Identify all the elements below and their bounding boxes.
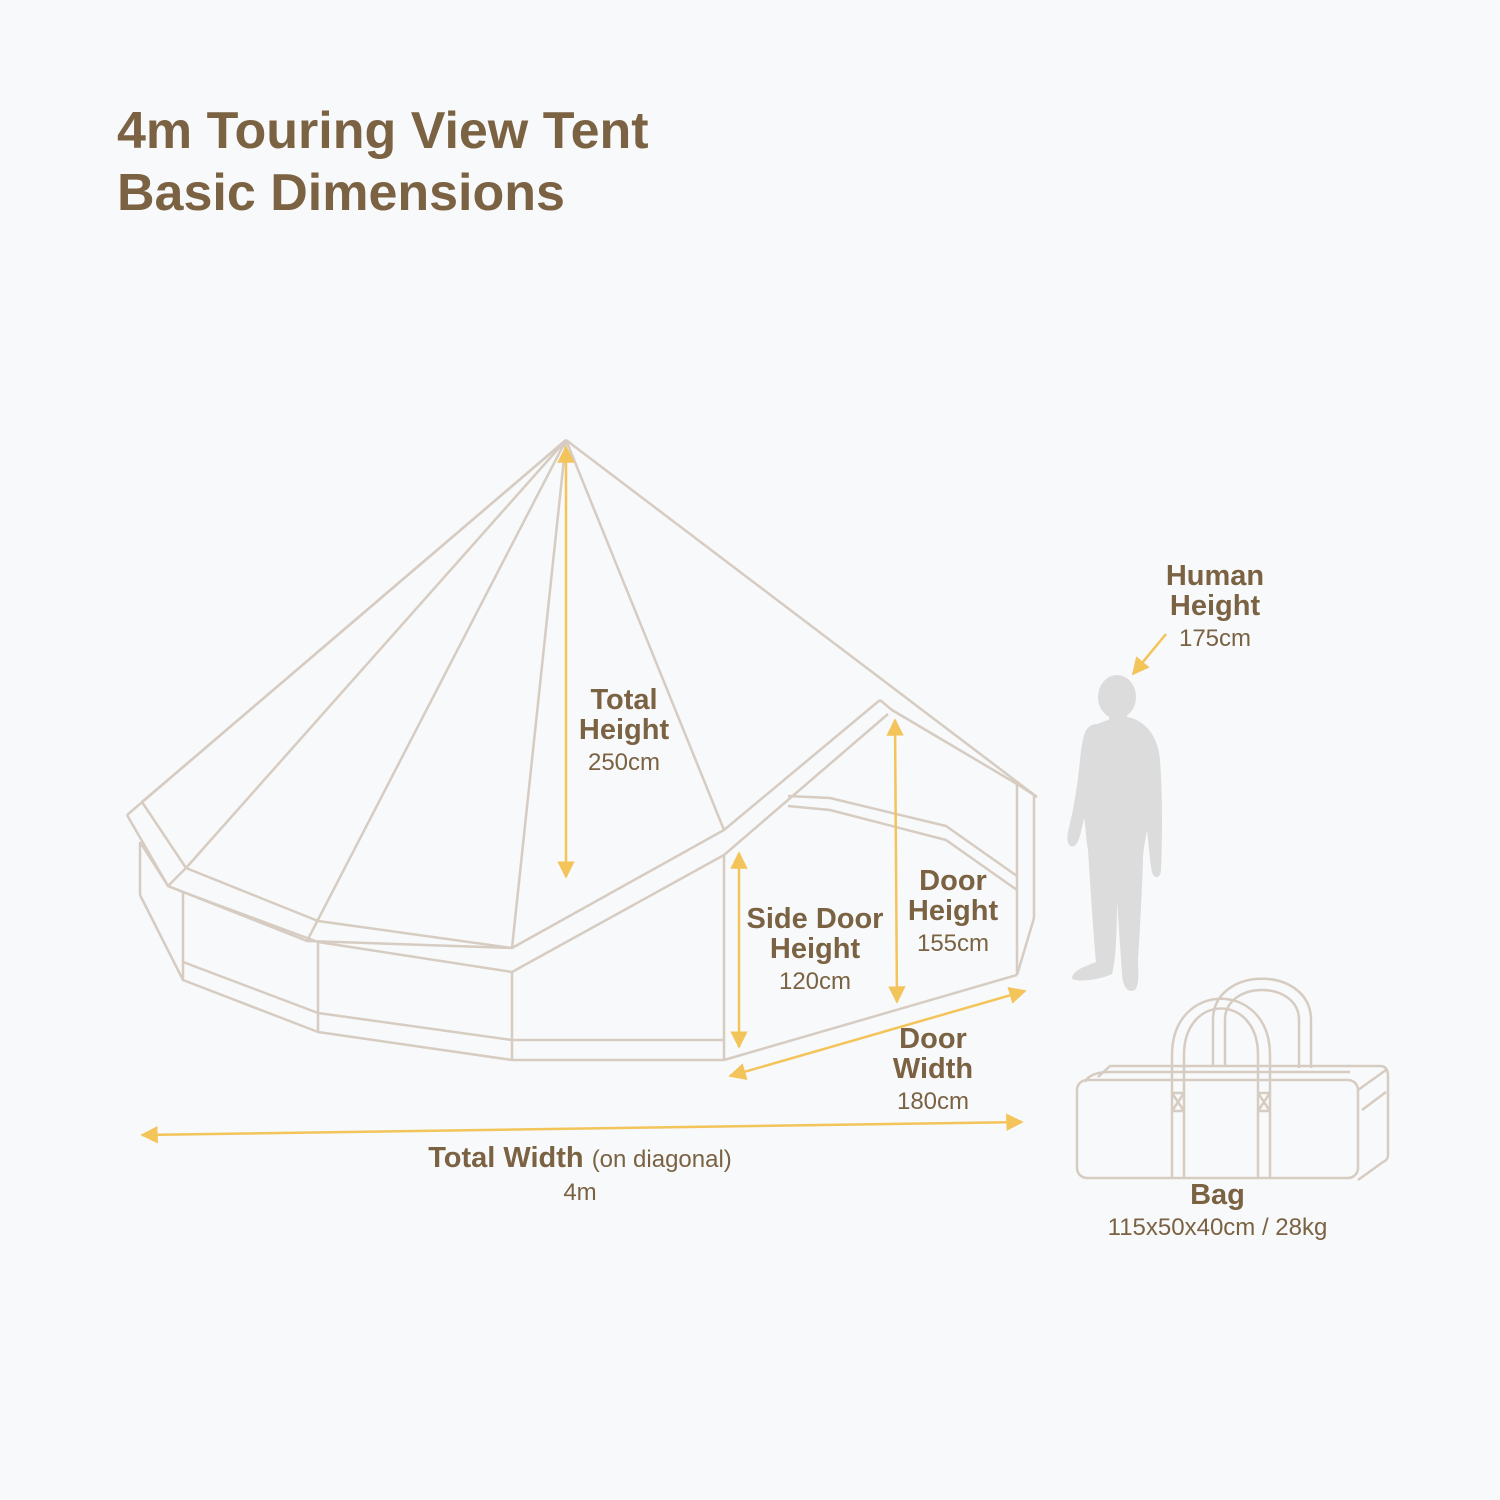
door-height-label: Door Height 155cm — [888, 866, 1018, 959]
tent-outline-icon — [125, 439, 1038, 1062]
total-width-note: (on diagonal) — [591, 1146, 732, 1173]
door-width-key-1: Door — [899, 1023, 967, 1055]
side-door-height-label: Side Door Height 120cm — [735, 904, 895, 997]
door-width-label: Door Width 180cm — [868, 1024, 998, 1117]
bag-label: Bag 115x50x40cm / 28kg — [1080, 1180, 1355, 1243]
total-height-key-2: Height — [578, 714, 670, 746]
human-silhouette-icon — [1067, 675, 1162, 991]
total-width-value: 4m — [563, 1179, 597, 1206]
side-door-height-value: 120cm — [778, 968, 852, 995]
bag-value: 115x50x40cm / 28kg — [1107, 1214, 1328, 1241]
total-width-label: Total Width (on diagonal) 4m — [380, 1143, 780, 1208]
total-height-label: Total Height 250cm — [544, 685, 704, 778]
side-door-height-key-2: Height — [769, 933, 861, 965]
page-title: 4m Touring View Tent Basic Dimensions — [117, 100, 649, 224]
door-width-value: 180cm — [896, 1088, 970, 1115]
total-height-value: 250cm — [587, 749, 661, 776]
dimension-arrows — [140, 445, 1167, 1144]
title-line-2: Basic Dimensions — [117, 164, 565, 222]
door-width-arrow — [728, 986, 1027, 1081]
door-height-key-2: Height — [907, 895, 999, 927]
total-width-arrow — [140, 1113, 1024, 1144]
total-height-key-1: Total — [590, 684, 658, 716]
total-width-key-text: Total Width — [428, 1142, 584, 1174]
human-height-key-1: Human — [1165, 560, 1265, 592]
door-height-value: 155cm — [916, 930, 990, 957]
door-height-key-1: Door — [919, 865, 987, 897]
duffel-bag-icon — [1075, 977, 1390, 1182]
human-height-pointer — [1131, 633, 1167, 676]
side-door-height-key-1: Side Door — [746, 903, 884, 935]
door-height-arrow — [886, 718, 906, 1004]
bag-key: Bag — [1190, 1179, 1245, 1211]
human-height-value: 175cm — [1178, 625, 1252, 652]
title-line-1: 4m Touring View Tent — [117, 102, 649, 160]
human-height-label: Human Height 175cm — [1145, 561, 1285, 654]
human-height-key-2: Height — [1169, 590, 1261, 622]
door-width-key-2: Width — [892, 1053, 974, 1085]
total-width-key: Total Width (on diagonal) — [380, 1143, 780, 1175]
